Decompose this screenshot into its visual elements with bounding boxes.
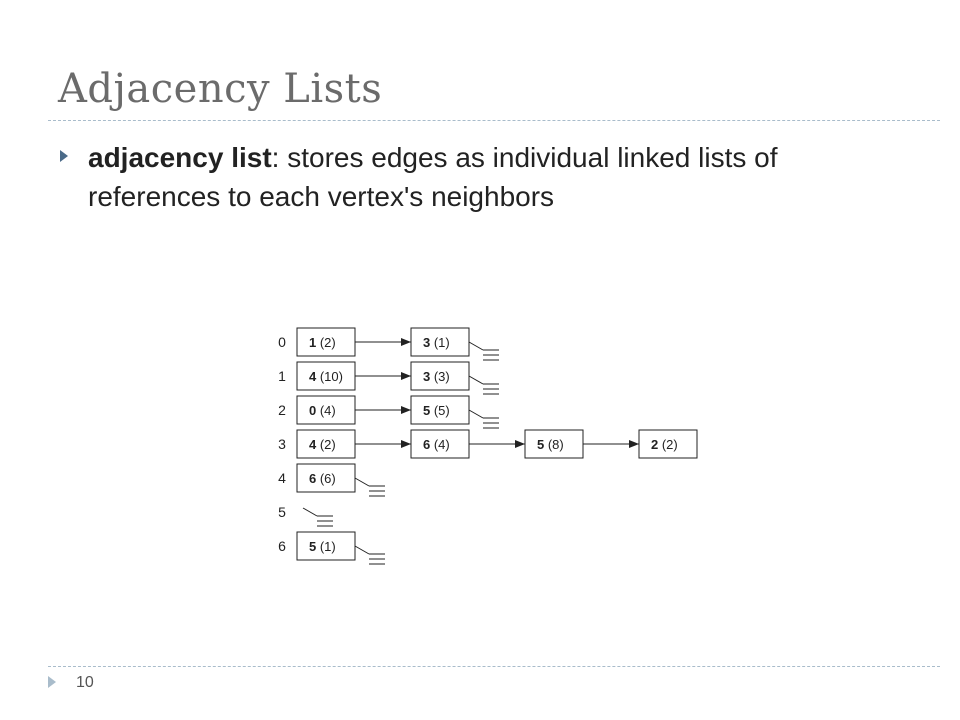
null-terminator-icon	[468, 409, 484, 419]
list-node	[296, 531, 356, 561]
null-terminator-icon	[354, 477, 370, 487]
bullet-term: adjacency list	[88, 142, 272, 173]
node-label: 0 (4)	[309, 403, 336, 418]
title-divider	[48, 120, 940, 121]
vertex-label: 0	[278, 334, 286, 350]
list-node	[410, 429, 470, 459]
vertex-label: 4	[278, 470, 286, 486]
adjacency-list-diagram: 0 1 (2) 3 (1) 1 4 (10) 3 (3) 2 0 (4) 5 (5) 3 4 (2)…	[278, 327, 698, 565]
list-node	[410, 395, 470, 425]
node-label: 5 (8)	[537, 437, 564, 452]
node-label: 5 (1)	[309, 539, 336, 554]
vertex-label: 1	[278, 368, 286, 384]
vertex-label: 2	[278, 402, 286, 418]
bullet-description: stores edges as individual linked lists …	[88, 142, 778, 212]
list-node	[296, 361, 356, 391]
node-label: 6 (6)	[309, 471, 336, 486]
bullet-point: adjacency list: stores edges as individu…	[88, 138, 908, 216]
node-label: 4 (2)	[309, 437, 336, 452]
node-label: 5 (5)	[423, 403, 450, 418]
node-label: 4 (10)	[309, 369, 343, 384]
list-node	[410, 361, 470, 391]
list-node	[296, 463, 356, 493]
footer-divider	[48, 666, 940, 667]
vertex-label: 5	[278, 504, 286, 520]
node-label: 1 (2)	[309, 335, 336, 350]
null-terminator-icon	[468, 375, 484, 385]
bullet-triangle-icon	[60, 150, 68, 162]
list-node	[410, 327, 470, 357]
list-node	[638, 429, 698, 459]
node-label: 3 (3)	[423, 369, 450, 384]
footer-triangle-icon	[48, 676, 56, 688]
null-terminator-icon	[302, 507, 318, 517]
node-label: 3 (1)	[423, 335, 450, 350]
vertex-label: 6	[278, 538, 286, 554]
null-terminator-icon	[354, 545, 370, 555]
node-label: 2 (2)	[651, 437, 678, 452]
bullet-separator: :	[271, 142, 288, 173]
node-label: 6 (4)	[423, 437, 450, 452]
list-node	[296, 327, 356, 357]
vertex-label: 3	[278, 436, 286, 452]
null-terminator-icon	[468, 341, 484, 351]
page-number: 10	[76, 674, 94, 691]
slide-title: Adjacency Lists	[58, 66, 383, 112]
